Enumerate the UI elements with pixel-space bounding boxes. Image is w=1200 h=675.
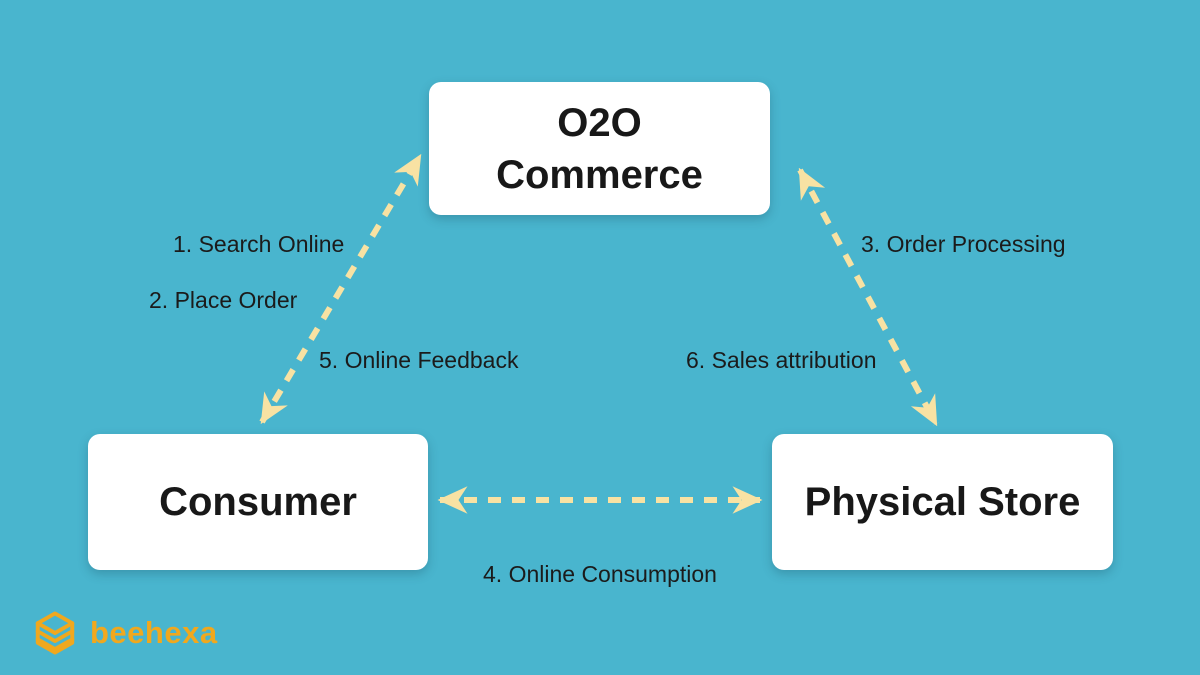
beehexa-hexagon-icon (32, 610, 78, 656)
flow-label-sales-attribution: 6. Sales attribution (686, 347, 877, 373)
node-consumer-label: Consumer (159, 479, 357, 524)
node-physical-store-label: Physical Store (804, 479, 1081, 524)
beehexa-logo: beehexa (32, 610, 218, 656)
node-o2o-commerce: O2O Commerce (429, 82, 770, 215)
flow-label-search-online: 1. Search Online (173, 231, 345, 257)
flow-label-online-consumption: 4. Online Consumption (483, 561, 717, 587)
node-physical-store: Physical Store (772, 434, 1113, 570)
flow-label-order-processing: 3. Order Processing (861, 231, 1066, 257)
node-o2o-commerce-label: O2O Commerce (496, 100, 703, 197)
edge-consumer-o2o (259, 153, 423, 425)
flow-label-place-order: 2. Place Order (149, 287, 298, 313)
flow-label-online-feedback: 5. Online Feedback (319, 347, 519, 373)
edge-o2o-store (797, 167, 939, 427)
beehexa-wordmark: beehexa (90, 615, 218, 650)
node-consumer: Consumer (88, 434, 428, 570)
